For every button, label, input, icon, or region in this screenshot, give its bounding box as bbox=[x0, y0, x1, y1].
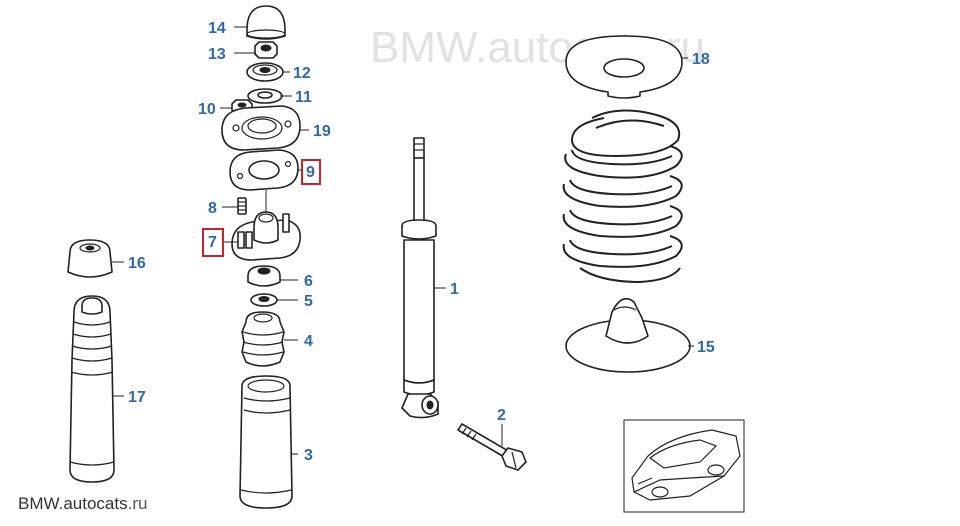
label-19[interactable]: 19 bbox=[313, 123, 331, 140]
part-3-dust-boot bbox=[239, 375, 293, 509]
part-14-cap bbox=[246, 5, 286, 40]
label-7[interactable]: 7 bbox=[208, 234, 217, 251]
part-11-washer bbox=[247, 88, 283, 104]
part-2-bolt bbox=[457, 423, 527, 471]
part-17-protection-kit bbox=[69, 295, 115, 483]
label-4[interactable]: 4 bbox=[304, 333, 313, 350]
label-14[interactable]: 14 bbox=[208, 20, 226, 37]
part-18-spring-pad bbox=[565, 35, 683, 99]
part-1-shock-absorber bbox=[401, 137, 439, 419]
part-4-bump-stop bbox=[241, 311, 285, 367]
coil-spring bbox=[562, 109, 683, 284]
part-7-mount bbox=[231, 211, 302, 261]
part-16-bushing bbox=[67, 239, 113, 278]
label-15[interactable]: 15 bbox=[697, 339, 715, 356]
part-8-stud bbox=[237, 197, 247, 215]
part-6-bushing bbox=[247, 265, 281, 287]
highlight-box-9 bbox=[301, 159, 321, 185]
label-17[interactable]: 17 bbox=[128, 389, 146, 406]
label-13[interactable]: 13 bbox=[208, 46, 226, 63]
label-5[interactable]: 5 bbox=[304, 293, 313, 310]
label-10[interactable]: 10 bbox=[198, 101, 216, 118]
label-8[interactable]: 8 bbox=[208, 200, 217, 217]
watermark-bottom: BMW.autocats.ru bbox=[18, 494, 147, 513]
label-2[interactable]: 2 bbox=[497, 407, 506, 424]
part-5-washer bbox=[250, 293, 278, 307]
part-12-washer bbox=[246, 62, 284, 82]
part-15-spring-pad bbox=[565, 297, 691, 373]
car-thumbnail bbox=[623, 419, 745, 513]
part-13-nut bbox=[254, 41, 278, 59]
part-9-gasket bbox=[229, 149, 299, 191]
label-12[interactable]: 12 bbox=[293, 65, 311, 82]
label-18[interactable]: 18 bbox=[692, 51, 710, 68]
label-6[interactable]: 6 bbox=[304, 273, 313, 290]
label-11[interactable]: 11 bbox=[295, 89, 312, 106]
part-19-plate bbox=[221, 105, 301, 151]
label-16[interactable]: 16 bbox=[128, 255, 146, 272]
highlight-box-7 bbox=[202, 228, 224, 257]
label-3[interactable]: 3 bbox=[304, 447, 313, 464]
label-1[interactable]: 1 bbox=[450, 281, 459, 298]
label-9[interactable]: 9 bbox=[306, 164, 315, 181]
left-stack-leaders bbox=[220, 26, 309, 455]
